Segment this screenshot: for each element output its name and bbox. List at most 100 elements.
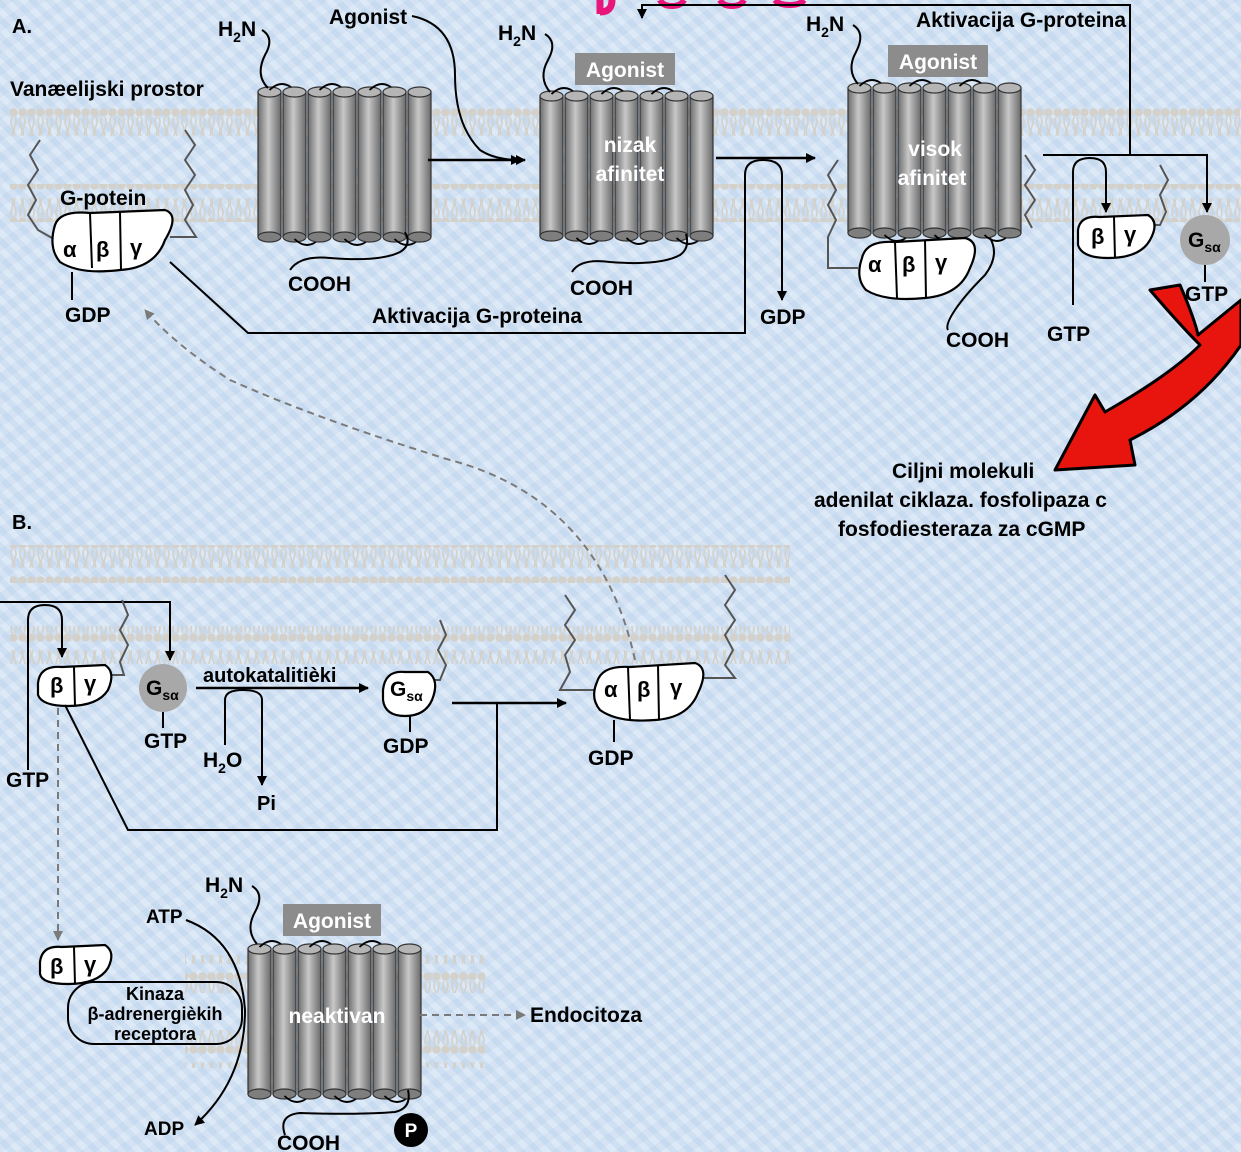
helix-bottom — [640, 231, 663, 241]
h2n-label-1: H2N — [218, 18, 256, 45]
kinase-line-3: receptora — [114, 1024, 197, 1044]
helix-top — [923, 83, 946, 93]
helix-bottom — [283, 232, 306, 242]
kinase-line-1: Kinaza — [126, 984, 185, 1004]
gtp-label-b2: GTP — [144, 730, 187, 753]
helix — [973, 88, 996, 233]
autocatalytic-label: autokatalitièki — [203, 665, 336, 687]
helix — [333, 92, 356, 237]
helix-bottom — [373, 1089, 396, 1099]
helix — [358, 92, 381, 237]
gdp-label-b1: GDP — [383, 735, 429, 758]
low-affinity-label-1: nizak — [604, 134, 657, 157]
helix-top — [373, 944, 396, 954]
helix-bottom — [333, 232, 356, 242]
atp-label: ATP — [146, 907, 183, 928]
helix-top — [590, 91, 613, 101]
targets-line-3: fosfodiesteraza za cGMP — [838, 518, 1085, 541]
gtp-label-2: GTP — [1185, 283, 1228, 306]
cooh-label-3: COOH — [946, 329, 1009, 352]
helix — [998, 88, 1021, 233]
helix-top — [615, 91, 638, 101]
h2n-label-3: H2N — [806, 13, 844, 40]
gdp-label-b2: GDP — [588, 747, 634, 770]
water-label: H2O — [203, 749, 242, 776]
title-fragment — [600, 0, 804, 14]
helix-bottom — [248, 1089, 271, 1099]
helix-top — [358, 87, 381, 97]
helix-bottom — [948, 228, 971, 238]
recycle-arrow — [145, 310, 635, 660]
helix-bottom — [973, 228, 996, 238]
beta-label-2: β — [902, 252, 915, 277]
helix — [283, 92, 306, 237]
agonist-box-2-label: Agonist — [899, 51, 977, 74]
high-affinity-label-2: afinitet — [898, 167, 967, 190]
helix-top — [948, 83, 971, 93]
gamma-label-3: γ — [1124, 222, 1137, 247]
helix-bottom — [665, 231, 688, 241]
helix-bottom — [898, 228, 921, 238]
agonist-box-3-label: Agonist — [293, 910, 371, 933]
helix-top — [690, 91, 713, 101]
helix-top — [398, 944, 421, 954]
helix-top — [248, 944, 271, 954]
helix-top — [873, 83, 896, 93]
targets-line-1: Ciljni molekuli — [892, 460, 1034, 483]
helix-bottom — [258, 232, 281, 242]
helix-top — [383, 87, 406, 97]
helix-bottom — [873, 228, 896, 238]
pi-label: Pi — [257, 793, 276, 815]
helix — [565, 96, 588, 236]
beta-label-b2: β — [637, 677, 650, 702]
gdp-label-1: GDP — [65, 304, 111, 327]
beta-label-c: β — [50, 954, 63, 979]
extracellular-space-label: Vanæelijski prostor — [10, 78, 204, 101]
helix-top — [323, 944, 346, 954]
helix-top — [308, 87, 331, 97]
beta-label-b1: β — [50, 673, 63, 698]
gdp-label-2: GDP — [760, 306, 806, 329]
gamma-label-c: γ — [84, 952, 97, 977]
kinase-line-2: β-adrenergièkih — [87, 1004, 222, 1024]
helix-bottom — [565, 231, 588, 241]
gamma-label-b1: γ — [84, 671, 97, 696]
helix — [248, 949, 271, 1094]
helix-top — [333, 87, 356, 97]
helix-top — [898, 83, 921, 93]
helix-top — [665, 91, 688, 101]
beta-label-3: β — [1091, 224, 1104, 249]
gamma-label-b2: γ — [670, 675, 683, 700]
helix-bottom — [273, 1089, 296, 1099]
activation-label-top: Aktivacija G-proteina — [916, 9, 1126, 32]
gtp-label-1: GTP — [1047, 323, 1090, 346]
helix — [408, 92, 431, 237]
helix-bottom — [408, 232, 431, 242]
helix-bottom — [298, 1089, 321, 1099]
helix — [690, 96, 713, 236]
helix-top — [283, 87, 306, 97]
gamma-label: γ — [130, 235, 143, 260]
helix-top — [848, 83, 871, 93]
helix — [848, 88, 871, 233]
helix-bottom — [383, 232, 406, 242]
targets-line-2: adenilat ciklaza. fosfolipaza c — [814, 489, 1107, 512]
section-a-label: A. — [12, 16, 32, 38]
helix-bottom — [590, 231, 613, 241]
low-affinity-label-2: afinitet — [596, 163, 665, 186]
helix-top — [408, 87, 431, 97]
helix-bottom — [308, 232, 331, 242]
helix — [540, 96, 563, 236]
g-protein-label: G-potein — [60, 187, 146, 210]
endocytosis-label: Endocitoza — [530, 1004, 642, 1027]
helix-top — [540, 91, 563, 101]
h2n-label-4: H2N — [205, 874, 243, 901]
alpha-label-2: α — [868, 252, 882, 277]
agonist-label-free: Agonist — [329, 6, 407, 29]
helix-top — [273, 944, 296, 954]
helix-top — [998, 83, 1021, 93]
helix — [665, 96, 688, 236]
h2n-label-2: H2N — [498, 22, 536, 49]
helix-bottom — [540, 231, 563, 241]
